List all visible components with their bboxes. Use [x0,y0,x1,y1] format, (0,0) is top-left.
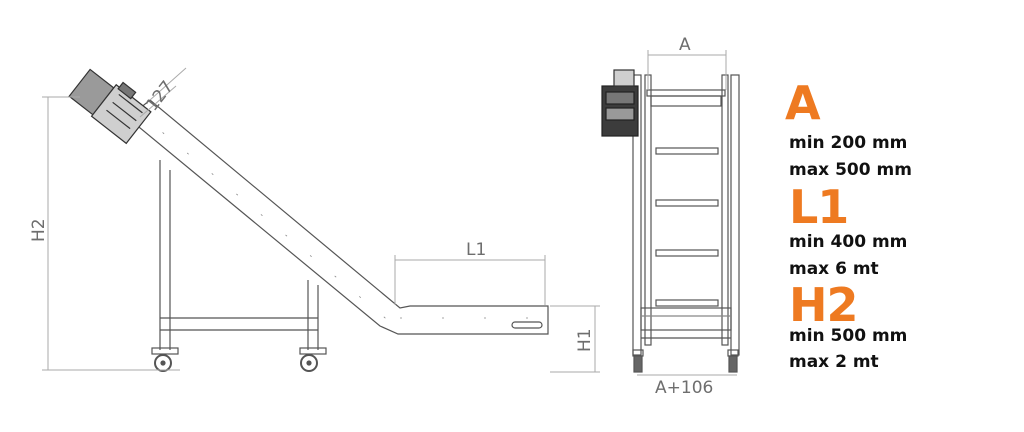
spec-l1-min: min 400 mm [789,232,908,252]
drive-motor [68,68,152,145]
spec-l1-symbol: L1 [789,180,849,234]
spec-h2-symbol: H2 [789,278,859,332]
caster-left [151,347,179,372]
side-view [68,68,549,372]
front-caster-right [727,349,739,373]
front-motor [601,69,639,137]
front-view [601,69,740,373]
tail-slot [511,321,543,329]
incline-belt [127,99,549,335]
spec-h2-max: max 2 mt [789,352,879,372]
spec-a-max: max 500 mm [789,160,912,180]
spec-l1-max: max 6 mt [789,259,879,279]
spec-a-min: min 200 mm [789,133,908,153]
h2-label: H2 [29,218,49,242]
caster-right [299,347,327,372]
l1-label: L1 [466,240,486,260]
a-label: A [679,35,691,55]
h1-label: H1 [575,328,595,352]
side-dimensions [42,67,600,373]
a106-label: A+106 [655,378,713,398]
front-caster-left [632,349,644,373]
spec-h2-min: min 500 mm [789,326,908,346]
spec-a-symbol: A [785,76,821,130]
front-dimensions [637,50,737,376]
